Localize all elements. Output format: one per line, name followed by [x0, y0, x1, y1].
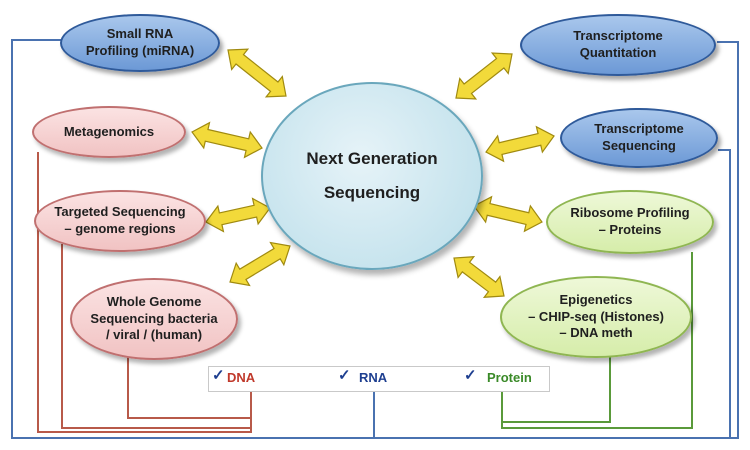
flow-label-protein: Protein — [487, 370, 532, 385]
arrow-whole-genome — [229, 241, 291, 287]
arrow-transcriptome-quant — [455, 52, 513, 100]
bidirectional-arrows — [191, 48, 555, 298]
rna-connector-lines — [11, 39, 739, 439]
arrow-ribosome — [473, 195, 543, 233]
center-node-ngs: Next Generation Sequencing — [261, 82, 483, 270]
rna-check-icon: ✓ — [338, 367, 351, 384]
protein-check-icon: ✓ — [464, 367, 477, 384]
central-dogma-strip — [208, 366, 550, 392]
node-transcriptome-quantitation: Transcriptome Quantitation — [520, 14, 716, 76]
node-small-rna-profiling: Small RNA Profiling (miRNA) — [60, 14, 220, 72]
arrow-small-rna — [227, 48, 287, 98]
arrow-transcriptome-seq — [485, 125, 555, 163]
flow-label-rna: RNA — [359, 370, 388, 385]
center-title: Next Generation Sequencing — [306, 149, 438, 202]
node-ribosome-profiling: Ribosome Profiling – Proteins — [546, 190, 714, 254]
node-whole-genome-sequencing: Whole Genome Sequencing bacteria / viral… — [70, 278, 238, 360]
dna-connector-lines — [37, 152, 252, 433]
node-targeted-sequencing: Targeted Sequencing – genome regions — [34, 190, 206, 252]
arrow-epigenetics — [453, 256, 505, 298]
dna-check-icon: ✓ — [212, 367, 225, 384]
arrow-metagenomics — [191, 121, 263, 159]
flow-label-dna: DNA — [227, 370, 256, 385]
node-epigenetics: Epigenetics – CHIP-seq (Histones) – DNA … — [500, 276, 692, 358]
arrow-targeted — [205, 197, 271, 233]
node-transcriptome-sequencing: Transcriptome Sequencing — [560, 108, 718, 168]
node-metagenomics: Metagenomics — [32, 106, 186, 158]
protein-connector-lines — [501, 252, 693, 429]
